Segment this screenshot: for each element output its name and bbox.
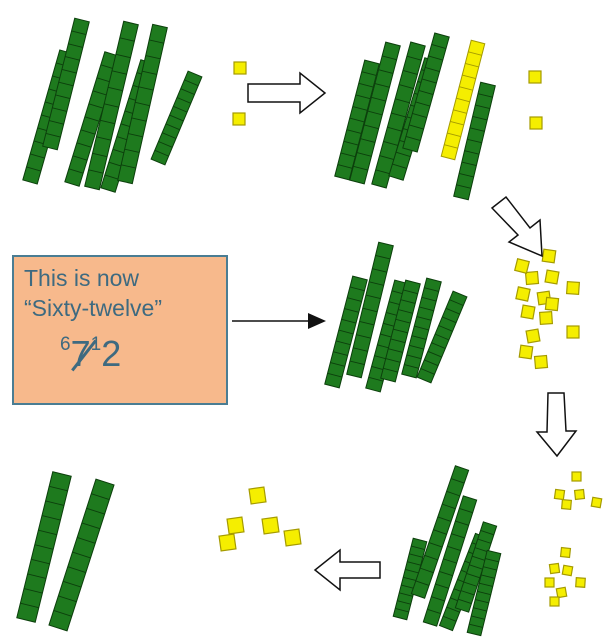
unit-cube	[544, 269, 560, 285]
unit-cube	[541, 248, 557, 264]
ten-rod	[392, 537, 428, 621]
ten-rod	[349, 41, 401, 185]
unit-cube	[544, 577, 555, 588]
callout-line-2: “Sixty-twelve”	[24, 295, 163, 321]
unit-cube	[573, 488, 586, 501]
unit-cube	[571, 471, 582, 482]
ten-rod	[416, 290, 468, 384]
unit-cube	[566, 325, 580, 339]
ten-rod	[150, 70, 203, 166]
regrouped-tens-digit: 6	[60, 334, 71, 355]
unit-cube	[283, 528, 302, 547]
unit-cube	[544, 296, 560, 312]
unit-cube	[538, 310, 554, 326]
unit-cube	[590, 496, 603, 509]
ones-digit: 2	[101, 333, 122, 374]
unit-cube	[565, 280, 581, 296]
ten-rod	[334, 59, 380, 181]
unit-cube	[524, 270, 540, 286]
unit-cube	[520, 304, 536, 320]
ten-rod	[401, 277, 442, 379]
unit-cube	[533, 354, 549, 370]
unit-cube	[575, 577, 586, 588]
unit-cube	[555, 586, 568, 599]
unit-cube	[233, 61, 247, 75]
unit-cube	[561, 564, 574, 577]
hollow-arrow-right-icon	[247, 71, 327, 115]
unit-cube	[261, 516, 280, 535]
carried-ten-digit: 1	[90, 334, 102, 355]
ten-rods	[16, 17, 502, 637]
hollow-arrow-left-icon	[313, 548, 381, 592]
ten-rod	[422, 495, 478, 627]
ten-rod	[16, 471, 72, 623]
ten-rod	[346, 241, 394, 379]
ten-rod	[42, 17, 90, 151]
ten-rod	[380, 279, 421, 383]
unit-cube	[248, 486, 267, 505]
unit-cube	[528, 70, 542, 84]
ten-rod	[48, 478, 115, 632]
unit-cube	[226, 516, 245, 535]
unit-cube	[553, 488, 566, 501]
new-ten-rod	[440, 39, 486, 161]
unit-cubes	[218, 61, 603, 607]
hollow-arrow-down-icon	[490, 195, 543, 258]
unit-cube	[515, 286, 531, 302]
hollow-arrow-down-icon	[535, 392, 578, 458]
unit-cube	[232, 112, 246, 126]
unit-cube	[518, 344, 534, 360]
ten-rod	[371, 41, 426, 189]
unit-cube	[529, 116, 543, 130]
ten-rod	[84, 20, 139, 191]
arrows	[232, 71, 578, 592]
unit-cube	[548, 562, 561, 575]
ten-rod	[117, 23, 168, 185]
unit-cube	[549, 596, 560, 607]
ten-rod	[402, 32, 450, 153]
unit-cube	[513, 257, 531, 275]
crossed-tens-digit: 7	[71, 333, 97, 375]
ten-rod	[466, 549, 502, 637]
callout-line-1: This is now	[24, 265, 140, 291]
unit-cube	[560, 498, 573, 511]
ten-rod	[324, 275, 368, 389]
unit-cube	[559, 546, 572, 559]
ten-rod	[410, 465, 470, 599]
solid-arrow-right-icon	[308, 313, 326, 329]
ten-rod	[453, 81, 496, 201]
unit-cube	[525, 328, 541, 344]
unit-cube	[218, 533, 237, 552]
